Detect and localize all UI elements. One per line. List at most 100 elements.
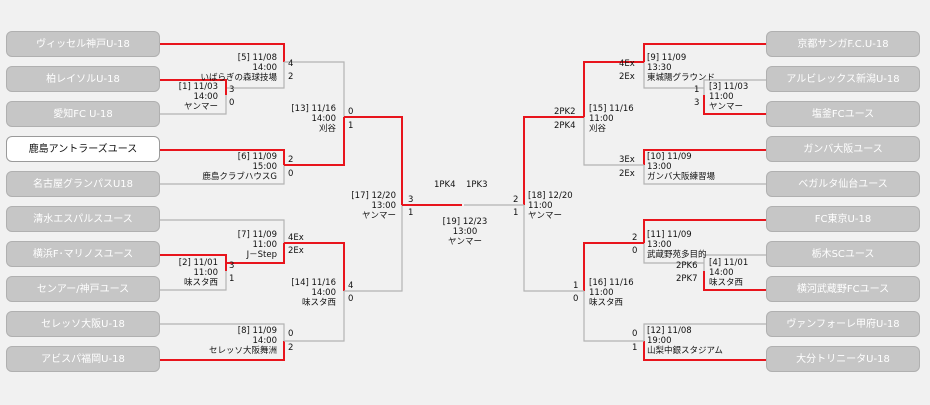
line-m5-out	[284, 61, 345, 117]
match-3-info: [3] 11/03 11:00 ヤンマー	[709, 82, 748, 112]
line-m8-top	[160, 323, 285, 341]
match-15-time: 11:00	[589, 114, 614, 124]
match-11-info: [11] 11/09 13:00 武蔵野苑多目的	[647, 230, 707, 260]
match-7-venue: J－Step	[246, 250, 277, 260]
final-score-left: 1PK4	[434, 180, 456, 190]
line-m10-top	[643, 149, 770, 165]
line-m8-bot	[160, 341, 285, 361]
match-18-score-bottom: 1	[513, 208, 519, 218]
match-14-score-bottom: 0	[348, 294, 354, 304]
team-right-8[interactable]: 横河武蔵野FCユース	[766, 276, 920, 302]
match-7-info: [7] 11/09 11:00 J－Step	[238, 230, 277, 260]
line-m2-top	[160, 254, 227, 271]
team-left-8[interactable]: センアー/神戸ユース	[6, 276, 160, 302]
team-left-7[interactable]: 横浜F･マリノスユース	[6, 241, 160, 267]
team-left-3[interactable]: 愛知FC U-18	[6, 101, 160, 127]
match-13-score-bottom: 1	[348, 121, 354, 131]
match-1-score-top: 3	[229, 85, 235, 95]
match-16-time: 11:00	[589, 288, 614, 298]
match-15-score-top: 2PK2	[554, 107, 576, 117]
line-m3-top	[703, 79, 770, 95]
match-12-time: 19:00	[647, 336, 672, 346]
match-6-num: [6] 11/09	[237, 152, 277, 162]
match-4-venue: 味スタ西	[709, 278, 744, 288]
match-17-score-bottom: 1	[408, 208, 414, 218]
match-10-score-bottom: 2Ex	[619, 169, 635, 179]
match-16-info: [16] 11/16 11:00 味スタ西	[589, 278, 634, 308]
match-4-score-bottom: 2PK7	[676, 274, 698, 284]
team-right-10[interactable]: 大分トリニータU-18	[766, 346, 920, 372]
match-9-score-bottom: 2Ex	[619, 72, 635, 82]
match-15-venue: 刈谷	[589, 124, 607, 134]
line-m10-bot	[643, 165, 770, 185]
match-3-score-top: 1	[694, 85, 700, 95]
line-m6-top	[160, 149, 285, 165]
line-m9-top	[643, 43, 770, 62]
match-3-time: 11:00	[709, 92, 734, 102]
match-14-num: [14] 11/16	[291, 278, 336, 288]
team-right-5[interactable]: ベガルタ仙台ユース	[766, 171, 920, 197]
line-m9-bot	[643, 62, 704, 89]
match-17-time: 13:00	[371, 201, 397, 211]
match-2-venue: 味スタ西	[183, 278, 218, 288]
match-14-score-top: 4	[348, 281, 354, 291]
match-2-score-bottom: 1	[229, 274, 235, 284]
line-m7-top	[160, 219, 285, 243]
match-10-info: [10] 11/09 13:00 ガンバ大阪練習場	[647, 152, 715, 182]
match-18-venue: ヤンマー	[528, 211, 563, 221]
team-left-5[interactable]: 名古屋グランパスU18	[6, 171, 160, 197]
team-right-3[interactable]: 塩釜FCユース	[766, 101, 920, 127]
match-7-score-top: 4Ex	[288, 233, 304, 243]
match-4-info: [4] 11/01 14:00 味スタ西	[709, 258, 748, 288]
line-m12-bot	[643, 341, 770, 361]
match-1-score-bottom: 0	[229, 98, 235, 108]
match-12-venue: 山梨中銀スタジアム	[647, 346, 723, 356]
team-left-1[interactable]: ヴィッセル神戸U-18	[6, 31, 160, 57]
match-12-score-bottom: 1	[632, 343, 638, 353]
match-9-score-top: 4Ex	[619, 59, 635, 69]
final-score-right: 1PK3	[466, 180, 488, 190]
match-16-score-bottom: 0	[573, 294, 579, 304]
match-11-score-bottom: 0	[632, 246, 638, 256]
line-m6-bot	[160, 165, 285, 185]
match-1-venue: ヤンマー	[183, 102, 218, 112]
match-19-num: [19] 12/23	[442, 217, 488, 227]
line-m1-bot	[160, 95, 227, 115]
team-left-4-champion[interactable]: 鹿島アントラーズユース	[6, 136, 160, 162]
team-left-9[interactable]: セレッソ大阪U-18	[6, 311, 160, 337]
match-18-info: [18] 12/20 11:00 ヤンマー	[528, 191, 573, 221]
team-right-7[interactable]: 栃木SCユース	[766, 241, 920, 267]
team-right-6[interactable]: FC東京U-18	[766, 206, 920, 232]
match-17-venue: ヤンマー	[361, 211, 396, 221]
match-18-num: [18] 12/20	[528, 191, 573, 201]
match-16-venue: 味スタ西	[589, 298, 624, 308]
team-right-9[interactable]: ヴァンフォーレ甲府U-18	[766, 311, 920, 337]
team-left-2[interactable]: 柏レイソルU-18	[6, 66, 160, 92]
match-4-time: 14:00	[709, 268, 734, 278]
match-9-time: 13:30	[647, 63, 672, 73]
match-15-info: [15] 11/16 11:00 刈谷	[589, 104, 634, 134]
match-3-num: [3] 11/03	[709, 82, 749, 92]
team-left-10[interactable]: アビスパ福岡U-18	[6, 346, 160, 372]
match-2-num: [2] 11/01	[178, 258, 218, 268]
match-8-time: 14:00	[252, 336, 278, 346]
line-m7-bot	[226, 243, 285, 264]
match-11-score-top: 2	[632, 233, 638, 243]
team-right-2[interactable]: アルビレックス新潟U-18	[766, 66, 920, 92]
match-6-info: [6] 11/09 15:00 鹿島クラブハウスG	[202, 152, 277, 182]
match-8-score-top: 0	[288, 329, 294, 339]
team-right-4[interactable]: ガンバ大阪ユース	[766, 136, 920, 162]
match-5-score-bottom: 2	[288, 72, 294, 82]
match-9-num: [9] 11/09	[647, 53, 687, 63]
line-m11-out	[583, 242, 644, 291]
line-m10-out	[583, 117, 644, 166]
match-19-venue: ヤンマー	[447, 237, 482, 247]
match-13-score-top: 0	[348, 107, 354, 117]
team-right-1[interactable]: 京都サンガF.C.U-18	[766, 31, 920, 57]
line-m1-top	[160, 79, 227, 95]
match-10-score-top: 3Ex	[619, 155, 635, 165]
match-13-info: [13] 11/16 14:00 刈谷	[291, 104, 336, 134]
match-5-venue: いばらぎの森球技場	[200, 73, 277, 83]
match-11-num: [11] 11/09	[647, 230, 692, 240]
team-left-6[interactable]: 清水エスパルスユース	[6, 206, 160, 232]
